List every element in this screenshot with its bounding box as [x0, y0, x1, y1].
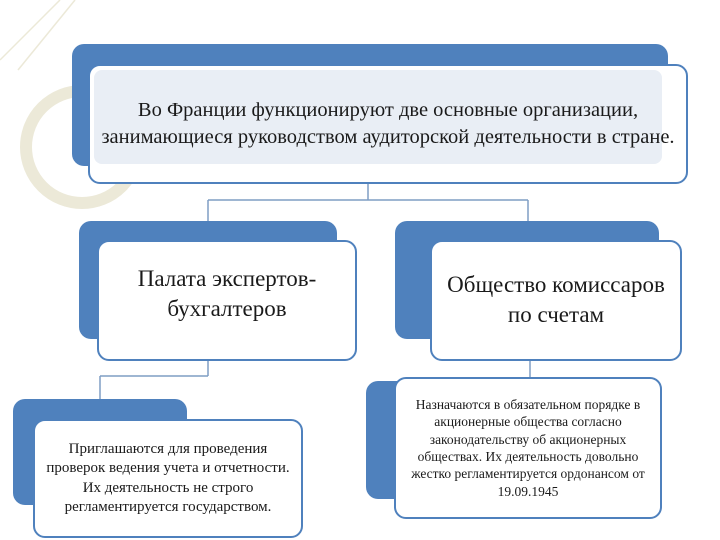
left-detail-node: Приглашаются для проведения проверок вед… [33, 419, 303, 538]
top-node-text: Во Франции функционируют две основные ор… [90, 97, 686, 151]
left-detail-text: Приглашаются для проведения проверок вед… [35, 440, 301, 518]
right-node-title: Общество комиссаров по счетам [432, 270, 680, 330]
right-detail-text: Назначаются в обязательном порядке в акц… [396, 396, 660, 500]
left-node: Палата экспертов-бухгалтеров [97, 240, 357, 361]
right-node: Общество комиссаров по счетам [430, 240, 682, 361]
right-detail-node: Назначаются в обязательном порядке в акц… [394, 377, 662, 519]
left-node-title: Палата экспертов-бухгалтеров [99, 264, 355, 324]
top-node: Во Франции функционируют две основные ор… [88, 64, 688, 184]
